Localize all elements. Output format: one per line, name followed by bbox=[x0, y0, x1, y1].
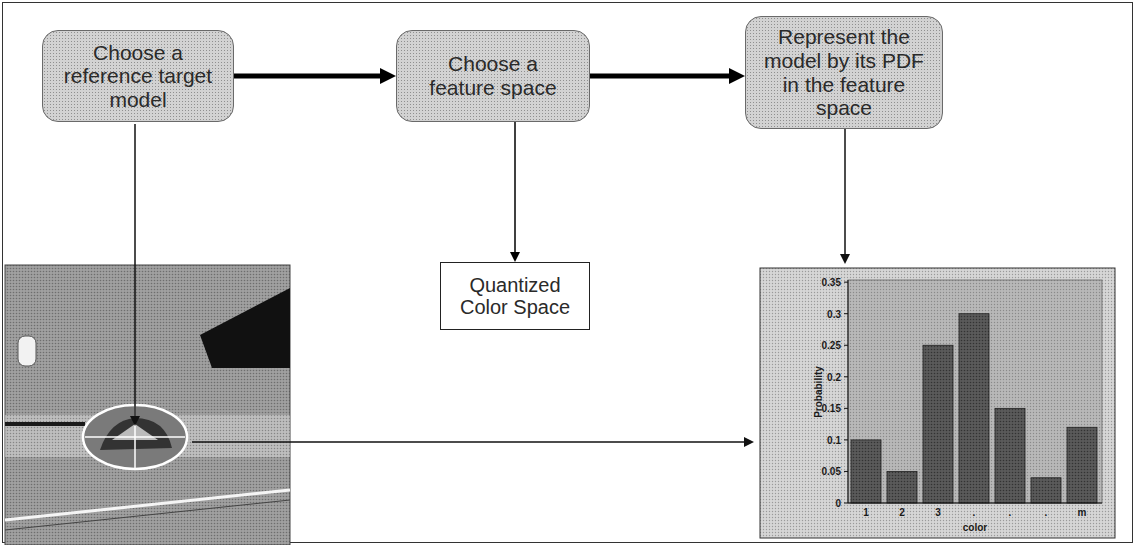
axis-title: Probability bbox=[813, 366, 824, 418]
axis-category: 3 bbox=[935, 507, 941, 518]
road-photo bbox=[5, 265, 290, 545]
histogram-bar bbox=[851, 440, 881, 503]
histogram-chart bbox=[760, 268, 1115, 538]
axis-value: 0.2 bbox=[827, 371, 841, 382]
histogram-bar bbox=[959, 314, 989, 503]
axis-category: . bbox=[1045, 507, 1048, 518]
axis-category: . bbox=[1009, 507, 1012, 518]
axis-tick bbox=[844, 376, 848, 377]
axis-tick bbox=[844, 345, 848, 346]
box-text: Represent the model by its PDF in the fe… bbox=[754, 25, 934, 119]
process-box: Represent the model by its PDF in the fe… bbox=[745, 16, 943, 129]
axis-value: 0.1 bbox=[827, 434, 841, 445]
histogram-bar bbox=[1031, 478, 1061, 503]
axis-value: 0.35 bbox=[822, 277, 841, 288]
histogram-bar bbox=[923, 345, 953, 503]
feature-box: Quantized Color Space bbox=[440, 262, 590, 330]
histogram-bar bbox=[995, 408, 1025, 503]
box-text: Choose a feature space bbox=[417, 52, 569, 99]
axis-tick bbox=[844, 503, 848, 504]
flow-arrow bbox=[590, 74, 729, 79]
histogram-bar bbox=[1067, 427, 1097, 503]
axis-category: m bbox=[1078, 507, 1087, 518]
axis-tick bbox=[844, 282, 848, 283]
axis-category: 2 bbox=[899, 507, 905, 518]
axis-value: 0.05 bbox=[822, 466, 841, 477]
axis-title: color bbox=[963, 522, 987, 533]
box-text: Quantized Color Space bbox=[449, 274, 581, 319]
flow-arrow bbox=[234, 74, 380, 79]
axis-value: 0.15 bbox=[822, 403, 841, 414]
axis-value: 0.25 bbox=[822, 340, 841, 351]
axis-value: 0.3 bbox=[827, 308, 841, 319]
process-box: Choose a reference target model bbox=[42, 30, 234, 122]
axis-category: . bbox=[973, 507, 976, 518]
axis-tick bbox=[844, 313, 848, 314]
axis-tick bbox=[844, 471, 848, 472]
process-box: Choose a feature space bbox=[396, 30, 590, 122]
histogram-bar bbox=[887, 471, 917, 503]
axis-tick bbox=[844, 439, 848, 440]
flow-arrows bbox=[135, 124, 845, 442]
axis-category: 1 bbox=[863, 507, 869, 518]
axis-tick bbox=[844, 408, 848, 409]
box-text: Choose a reference target model bbox=[57, 41, 219, 112]
axis-value: 0 bbox=[835, 498, 841, 509]
flow-arrow bbox=[514, 122, 516, 252]
